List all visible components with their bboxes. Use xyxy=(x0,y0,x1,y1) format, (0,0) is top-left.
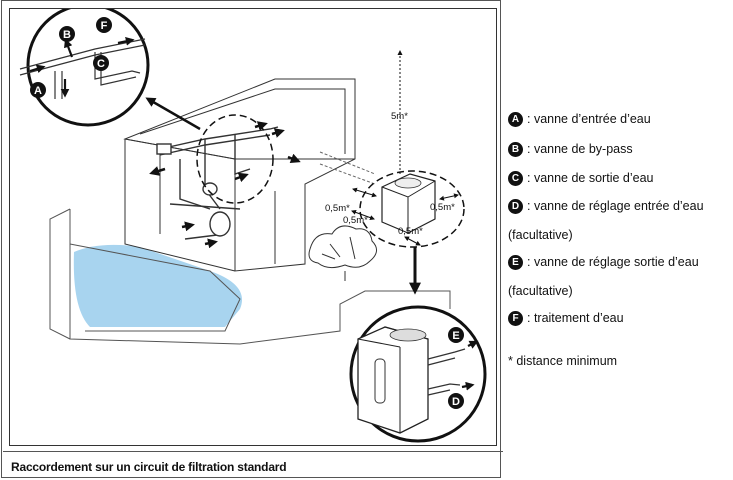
legend-text-c: : vanne de sortie d’eau xyxy=(527,171,654,186)
legend-badge-c: C xyxy=(508,171,523,186)
legend-item-e: E : vanne de réglage sortie d’eau xyxy=(508,255,699,270)
legend-badge-a: A xyxy=(508,112,523,127)
dimension-label-left-top: 0,5m* xyxy=(325,203,350,214)
legend-badge-b: B xyxy=(508,142,523,157)
legend-badge-f: F xyxy=(508,311,523,326)
badge-d: D xyxy=(448,393,464,409)
svg-text:A: A xyxy=(34,85,42,97)
legend-item-a: A : vanne d’entrée d’eau xyxy=(508,112,651,127)
legend-text-d-continuation: (facultative) xyxy=(508,228,573,242)
badge-a: A xyxy=(30,82,46,98)
dimension-label-bottom: 0,5m* xyxy=(398,226,423,237)
ground-outline xyxy=(49,208,451,345)
legend-item-b: B : vanne de by-pass xyxy=(508,142,633,157)
svg-text:B: B xyxy=(63,29,71,41)
badge-b: B xyxy=(59,26,75,42)
svg-text:C: C xyxy=(97,58,105,70)
zoom-connector-left xyxy=(145,97,274,204)
figure-caption: Raccordement sur un circuit de filtratio… xyxy=(11,460,287,474)
detail-heat-pump-valves: E D xyxy=(349,305,487,443)
legend-text-e-continuation: (facultative) xyxy=(508,284,573,298)
legend-item-d: D : vanne de réglage entrée d’eau xyxy=(508,199,704,214)
detail-bypass-valves: A B C F xyxy=(19,9,150,127)
legend-badge-d: D xyxy=(508,199,523,214)
dimension-labels: 5m* 0,5m* 0,5m* 0,5m* 0,5m* xyxy=(325,111,455,237)
legend-footnote: * distance minimum xyxy=(508,354,618,368)
pool xyxy=(69,243,242,332)
heat-pump-unit xyxy=(359,170,465,248)
pool-water xyxy=(73,244,242,327)
svg-text:F: F xyxy=(101,20,108,32)
legend-text-e: : vanne de réglage sortie d’eau xyxy=(527,255,699,270)
badge-c: C xyxy=(93,55,109,71)
dimension-label-left-bottom: 0,5m* xyxy=(343,215,368,226)
installation-diagram: 5m* 0,5m* 0,5m* 0,5m* 0,5m* xyxy=(9,8,497,446)
figure-frame: 5m* 0,5m* 0,5m* 0,5m* 0,5m* xyxy=(1,0,503,479)
badge-e: E xyxy=(448,327,464,343)
caption-bar: Raccordement sur un circuit de filtratio… xyxy=(3,451,503,479)
dimension-label-height: 5m* xyxy=(391,111,408,122)
room-pipework xyxy=(156,126,279,240)
installation-illustration: 5m* 0,5m* 0,5m* 0,5m* 0,5m* xyxy=(19,9,487,443)
badge-f: F xyxy=(96,17,112,33)
svg-text:D: D xyxy=(452,396,460,408)
legend-text-b: : vanne de by-pass xyxy=(527,142,633,157)
legend-item-c: C : vanne de sortie d’eau xyxy=(508,171,653,186)
shrub xyxy=(308,225,377,281)
legend-text-d: : vanne de réglage entrée d’eau xyxy=(527,199,704,214)
legend-badge-e: E xyxy=(508,255,523,270)
dimension-label-right: 0,5m* xyxy=(430,202,455,213)
legend-item-f: F : traitement d’eau xyxy=(508,311,624,326)
legend-text-f: : traitement d’eau xyxy=(527,311,624,326)
dimension-arrows xyxy=(351,50,459,246)
legend-text-a: : vanne d’entrée d’eau xyxy=(527,112,651,127)
svg-text:E: E xyxy=(452,330,459,342)
technical-room xyxy=(123,78,356,272)
